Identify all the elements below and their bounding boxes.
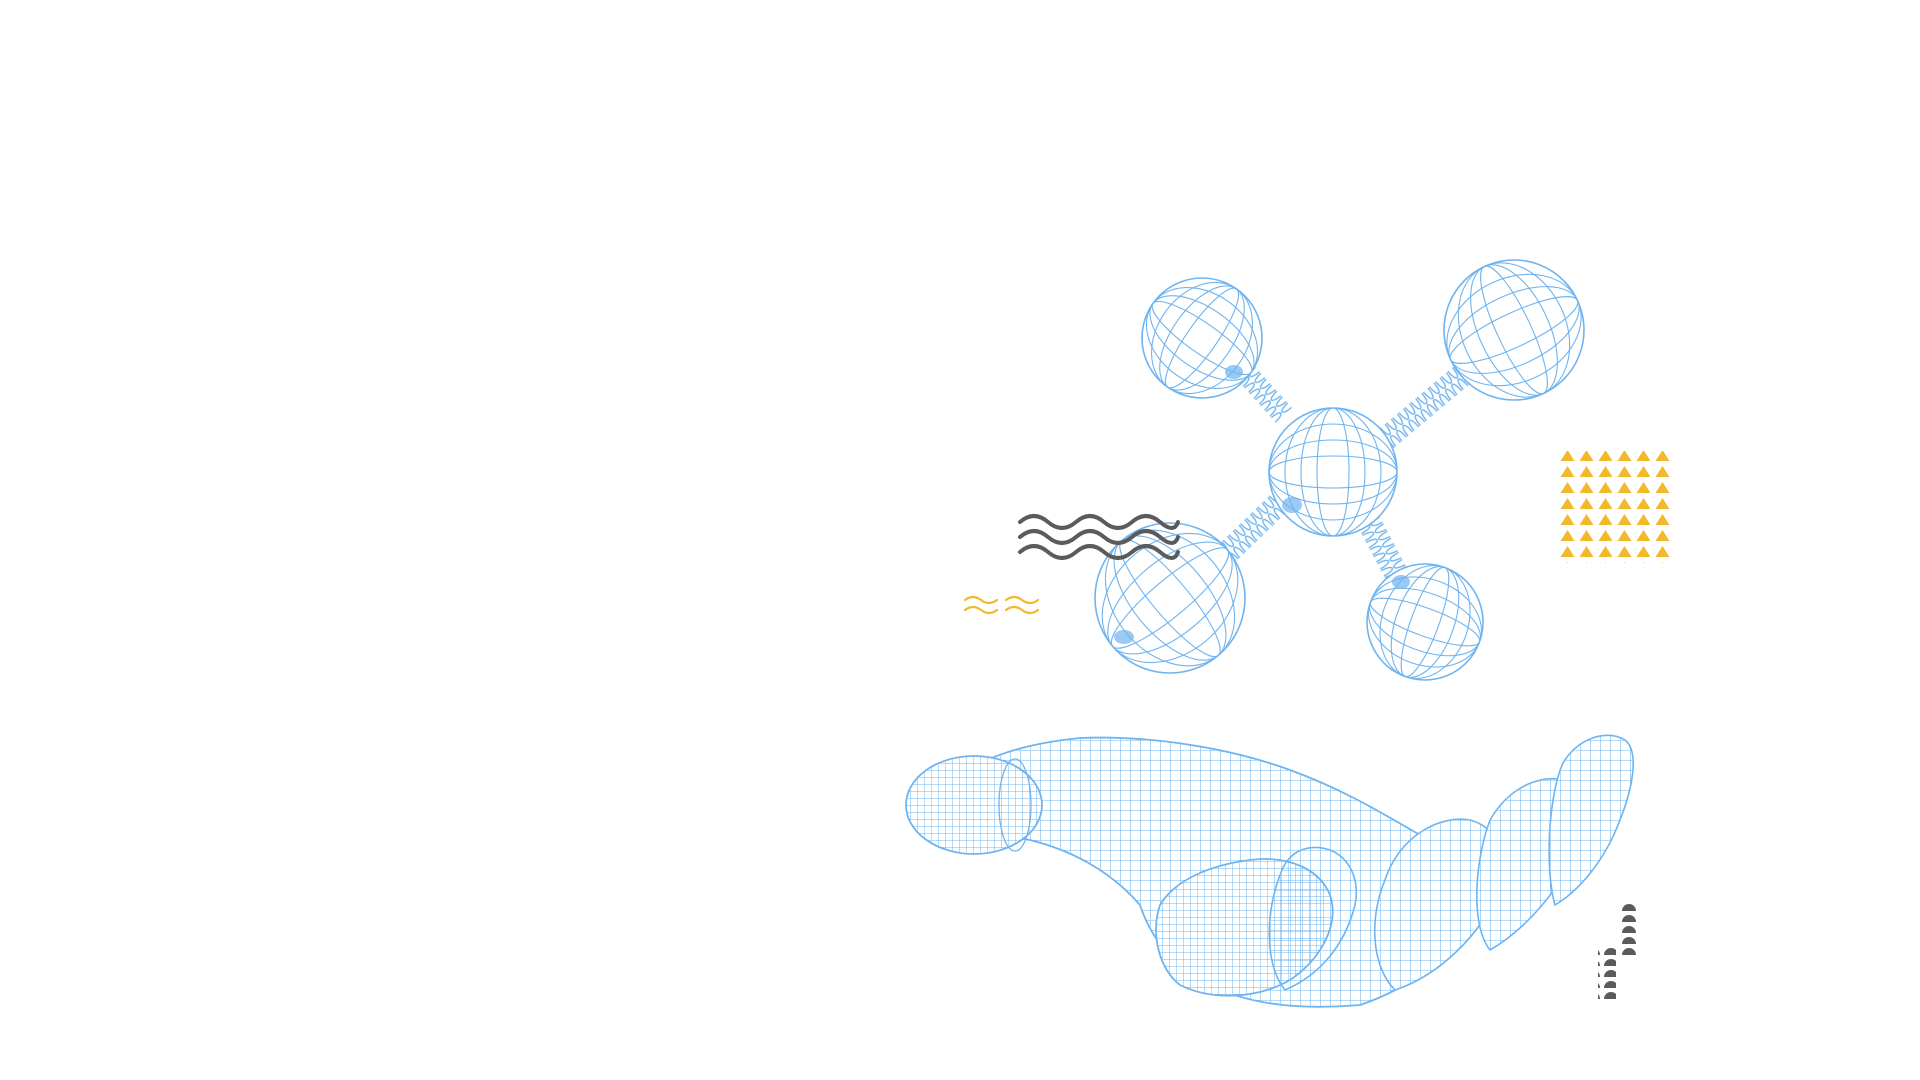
molecule-atom-center [1268, 407, 1398, 537]
molecule-atom-top-right [1443, 259, 1585, 401]
small-wave-icon [963, 595, 1040, 615]
molecule-atom-top-left [1141, 277, 1263, 399]
semicircle-stack-icon [1598, 904, 1640, 1003]
zigzag-wave-icon [1018, 514, 1180, 560]
molecule-atom-bottom-right [1366, 563, 1484, 681]
open-hand-icon [905, 734, 1634, 1008]
hand-finger-index [1268, 846, 1357, 991]
hand-wrist [905, 755, 1043, 855]
triangle-grid-icon [1557, 451, 1671, 563]
molecule-atom-bottom-left [1094, 522, 1246, 674]
molecule-icon [1094, 259, 1585, 681]
